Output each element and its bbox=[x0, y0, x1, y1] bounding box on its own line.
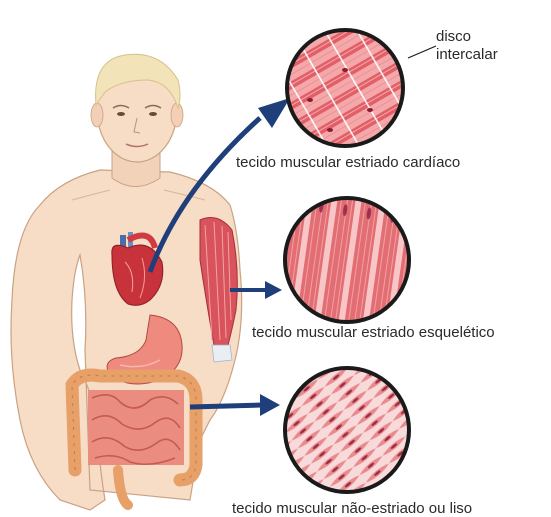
label-intercalated-disc: disco intercalar bbox=[436, 28, 498, 64]
skeletal-tissue-circle bbox=[285, 198, 409, 322]
disc-pointer-line bbox=[408, 46, 436, 58]
smooth-tissue-circle bbox=[285, 368, 409, 492]
label-skeletal-tissue: tecido muscular estriado esquelético bbox=[252, 324, 495, 341]
label-smooth-tissue: tecido muscular não-estriado ou liso bbox=[232, 500, 472, 517]
label-cardiac-tissue: tecido muscular estriado cardíaco bbox=[236, 154, 460, 171]
label-disc-line1: disco bbox=[436, 28, 498, 46]
label-disc-line2: intercalar bbox=[436, 46, 498, 64]
arrow-smooth bbox=[190, 405, 262, 407]
cardiac-tissue-circle bbox=[287, 30, 436, 146]
